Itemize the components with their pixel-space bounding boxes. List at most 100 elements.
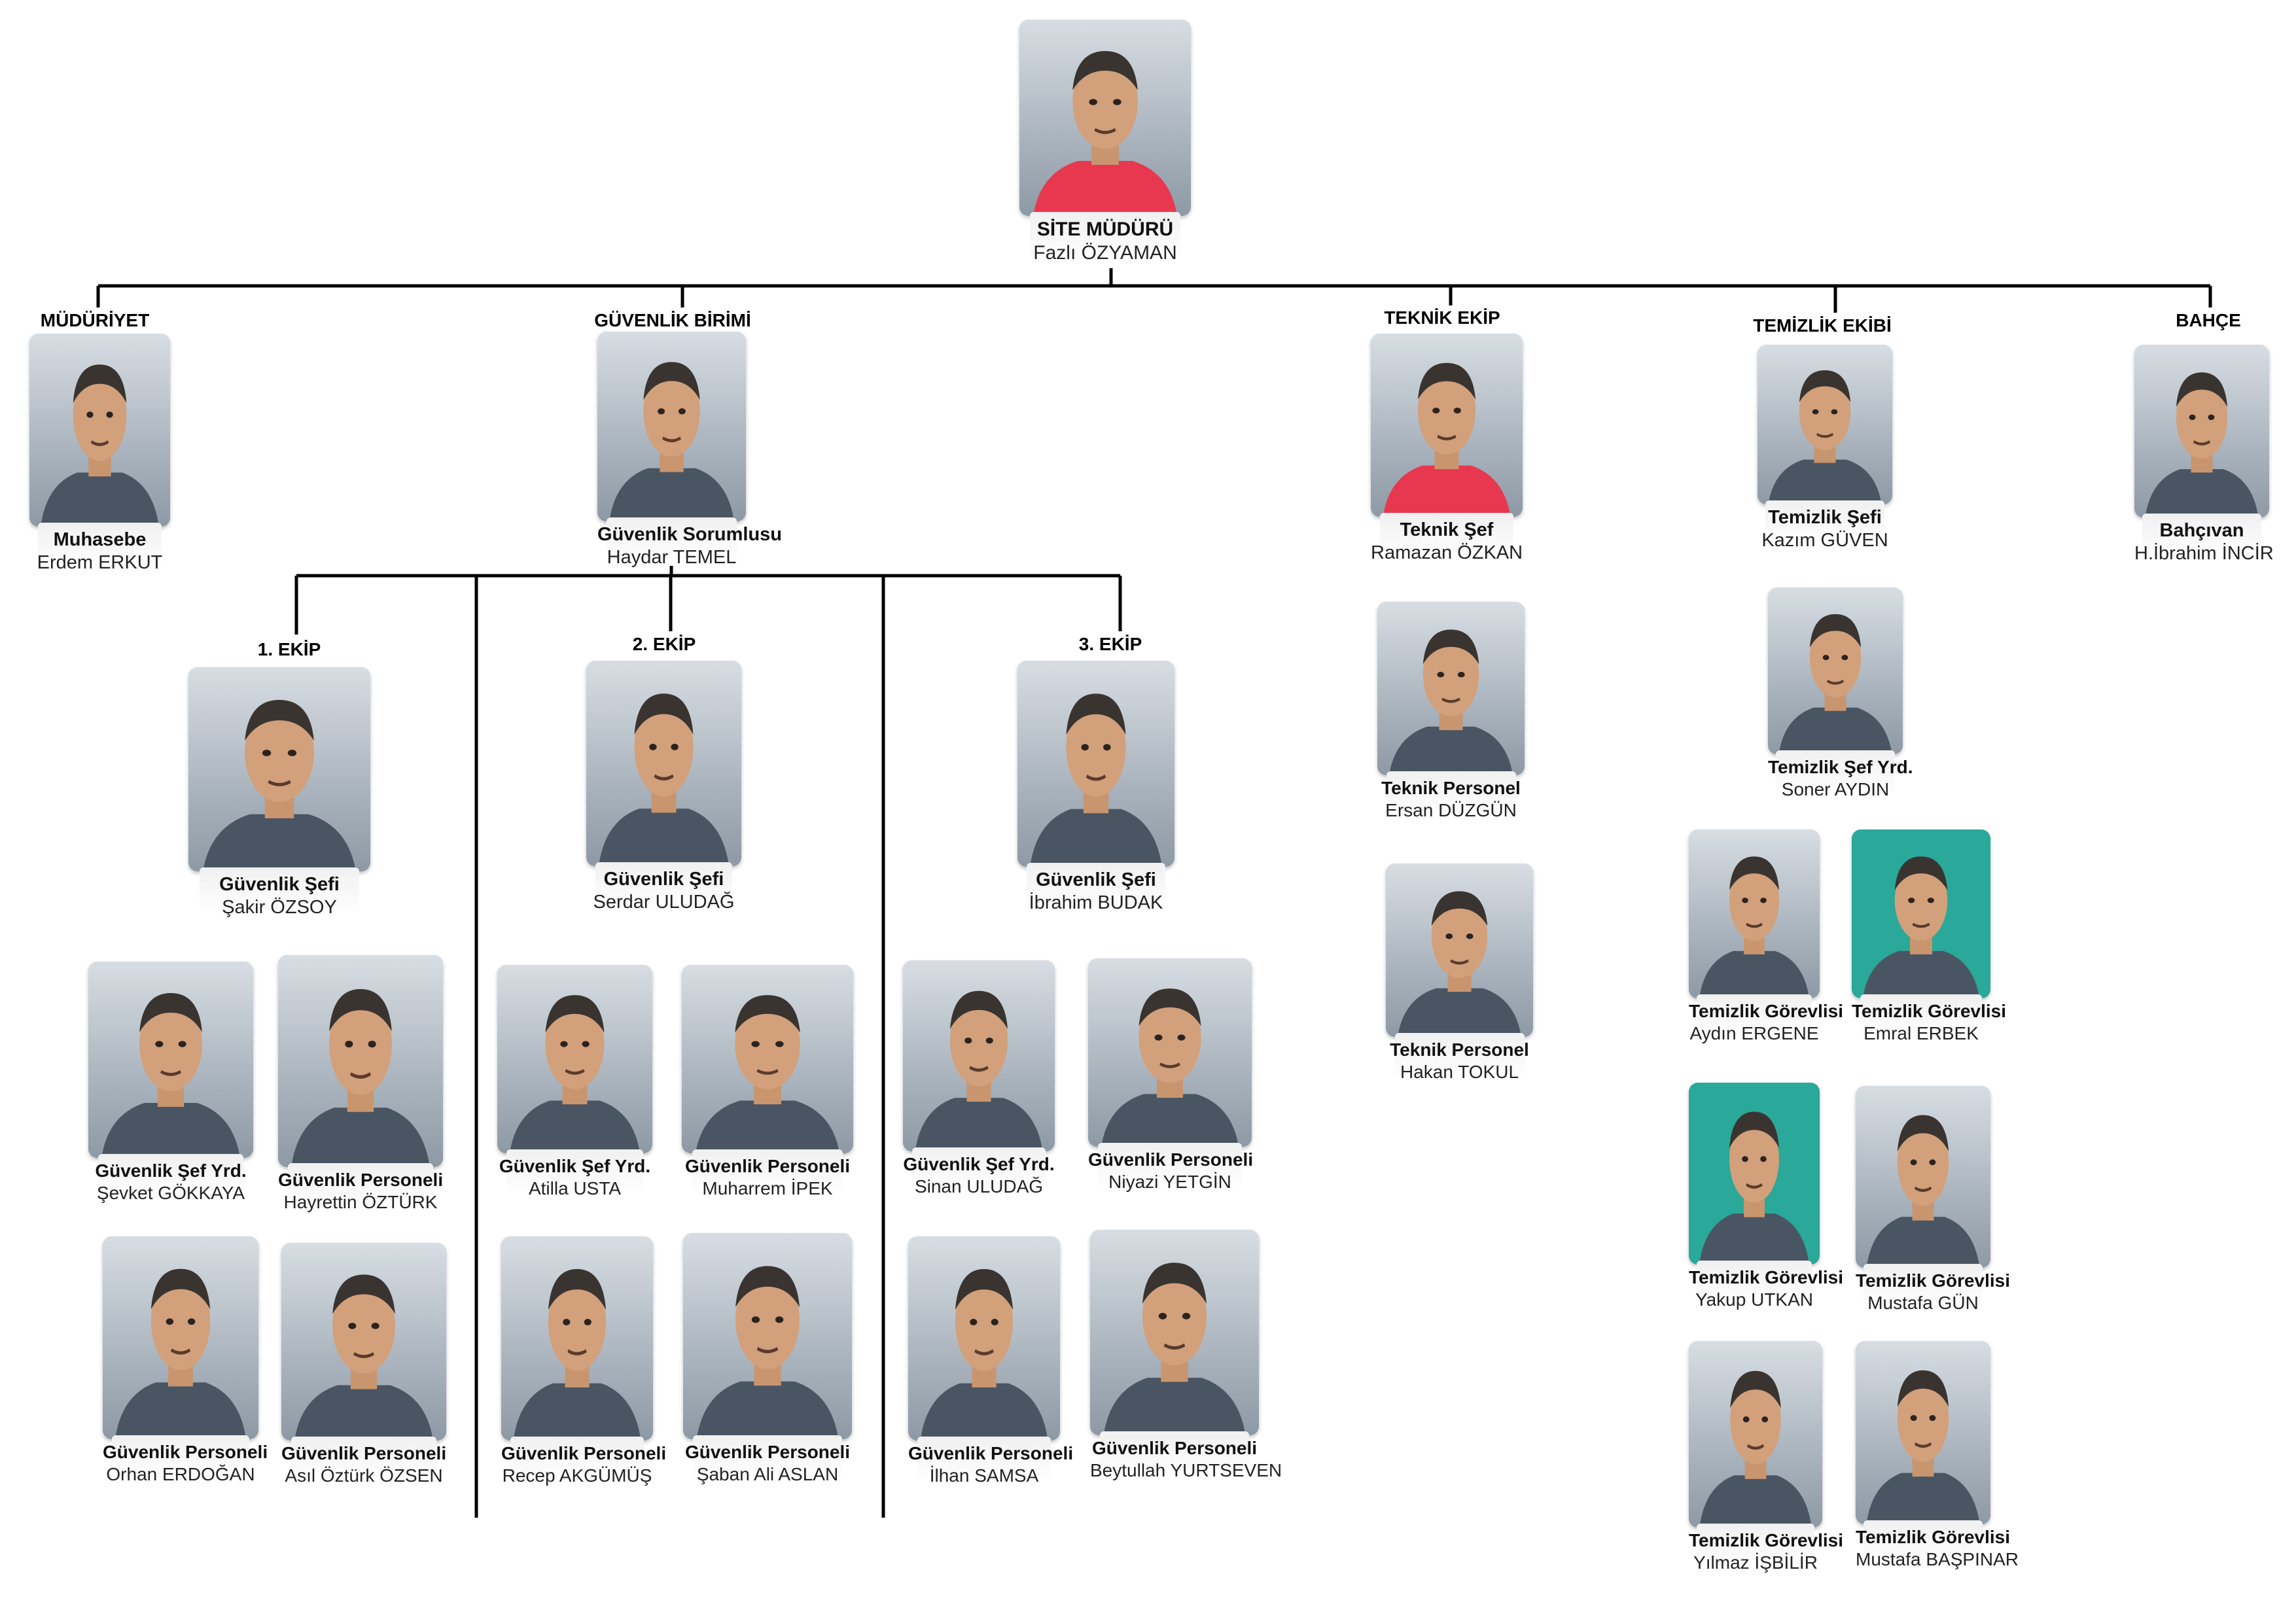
person-photo (586, 661, 741, 866)
person-role: Güvenlik Şef Yrd. (903, 1154, 1055, 1174)
label-band (1697, 1524, 1814, 1569)
label-band (692, 1149, 843, 1195)
person-name: Mustafa GÜN (1867, 1293, 1979, 1313)
person-name: H.İbrahim İNCİR (2134, 543, 2274, 564)
person-role: Temizlik Görevlisi (1856, 1270, 2011, 1291)
person-name: Soner AYDIN (1781, 779, 1890, 799)
person-photo (1852, 829, 1990, 998)
label-band (1697, 994, 1812, 1039)
person-name: Yılmaz İŞBİLİR (1693, 1552, 1818, 1573)
person-name: Haydar TEMEL (607, 547, 737, 568)
person-name: Serdar ULUDAĞ (593, 892, 735, 913)
person-photo (281, 1243, 446, 1440)
person-photo (1088, 958, 1252, 1147)
person-photo (597, 332, 746, 521)
person-photo (278, 955, 443, 1167)
label-band (288, 1163, 433, 1208)
section-guvenlik: GÜVENLİK BİRİMİ (594, 310, 751, 330)
section-teknik: TEKNİK EKİP (1384, 307, 1500, 328)
section-ekip1: 1. EKİP (257, 639, 321, 659)
label-band (1697, 1261, 1812, 1306)
person-role: Temizlik Şef Yrd. (1768, 757, 1913, 777)
person-name: Asıl Öztürk ÖZSEN (285, 1465, 443, 1486)
person-photo (683, 1233, 852, 1439)
person-photo (1856, 1341, 1990, 1524)
person-card-ekip3-yrd: Güvenlik Şef Yrd.Sinan ULUDAĞ (903, 960, 1055, 1201)
person-role: Teknik Şef (1400, 519, 1494, 540)
person-role: Temizlik Görevlisi (1689, 1001, 1844, 1021)
label-band (2142, 514, 2261, 560)
person-name: Mustafa BAŞPINAR (1856, 1549, 2019, 1569)
person-role: Güvenlik Personeli (684, 1156, 851, 1176)
person-photo (682, 965, 853, 1153)
person-role: Güvenlik Şefi (603, 869, 724, 890)
person-name: Hayrettin ÖZTÜRK (283, 1192, 438, 1212)
person-role: Teknik Personel (1381, 778, 1521, 798)
person-name: İlhan SAMSA (929, 1465, 1039, 1486)
person-role: Güvenlik Şef Yrd. (499, 1156, 651, 1176)
person-card-temizlik-yrd: Temizlik Şef Yrd.Soner AYDIN (1768, 587, 1913, 804)
label-band (1765, 500, 1884, 547)
label-band (693, 1435, 842, 1480)
person-card-ekip2-yrd: Güvenlik Şef Yrd.Atilla USTA (497, 965, 652, 1203)
label-band (1776, 750, 1895, 795)
person-name: İbrahim BUDAK (1029, 892, 1163, 913)
person-role: Temizlik Görevlisi (1689, 1530, 1844, 1550)
person-name: Muharrem İPEK (702, 1178, 833, 1198)
person-photo (497, 965, 652, 1153)
person-photo (1019, 20, 1191, 216)
person-role: SİTE MÜDÜRÜ (1036, 218, 1174, 240)
label-band (911, 1147, 1046, 1193)
label-band (1863, 1520, 1983, 1565)
label-band (112, 1435, 249, 1480)
label-band (1027, 863, 1165, 909)
person-photo (1689, 829, 1820, 998)
label-band (37, 523, 162, 569)
person-photo (501, 1236, 653, 1440)
person-card-ekip1-yrd: Güvenlik Şef Yrd.Şevket GÖKKAYA (88, 962, 253, 1208)
section-mudurluk: MÜDÜRİYET (40, 310, 150, 330)
person-role: Bahçıvan (2159, 520, 2244, 541)
person-photo (29, 334, 170, 527)
label-band (199, 867, 360, 914)
person-name: Yakup UTKAN (1695, 1289, 1813, 1310)
label-band (1029, 212, 1181, 260)
person-name: Ersan DÜZGÜN (1385, 800, 1517, 820)
person-role: Güvenlik Personeli (684, 1442, 851, 1462)
person-name: Ramazan ÖZKAN (1371, 542, 1523, 563)
person-name: Orhan ERDOĞAN (106, 1464, 255, 1484)
person-photo (1090, 1230, 1259, 1435)
section-ekip2: 2. EKİP (632, 634, 696, 654)
person-photo (188, 667, 370, 871)
label-band (1863, 1264, 1983, 1309)
person-role: Güvenlik Personeli (278, 1170, 444, 1190)
person-role: Muhasebe (53, 529, 147, 550)
person-role: Güvenlik Sorumlusu (597, 524, 782, 545)
person-name: Sinan ULUDAĞ (914, 1176, 1044, 1196)
person-photo (1768, 587, 1903, 754)
person-name: Erdem ERKUT (37, 552, 163, 573)
person-photo (1377, 602, 1525, 775)
person-role: Güvenlik Personeli (501, 1443, 667, 1463)
label-band (291, 1437, 436, 1482)
person-name: Aydın ERGENE (1689, 1023, 1819, 1043)
person-name: Beytullah YURTSEVEN (1090, 1460, 1282, 1480)
